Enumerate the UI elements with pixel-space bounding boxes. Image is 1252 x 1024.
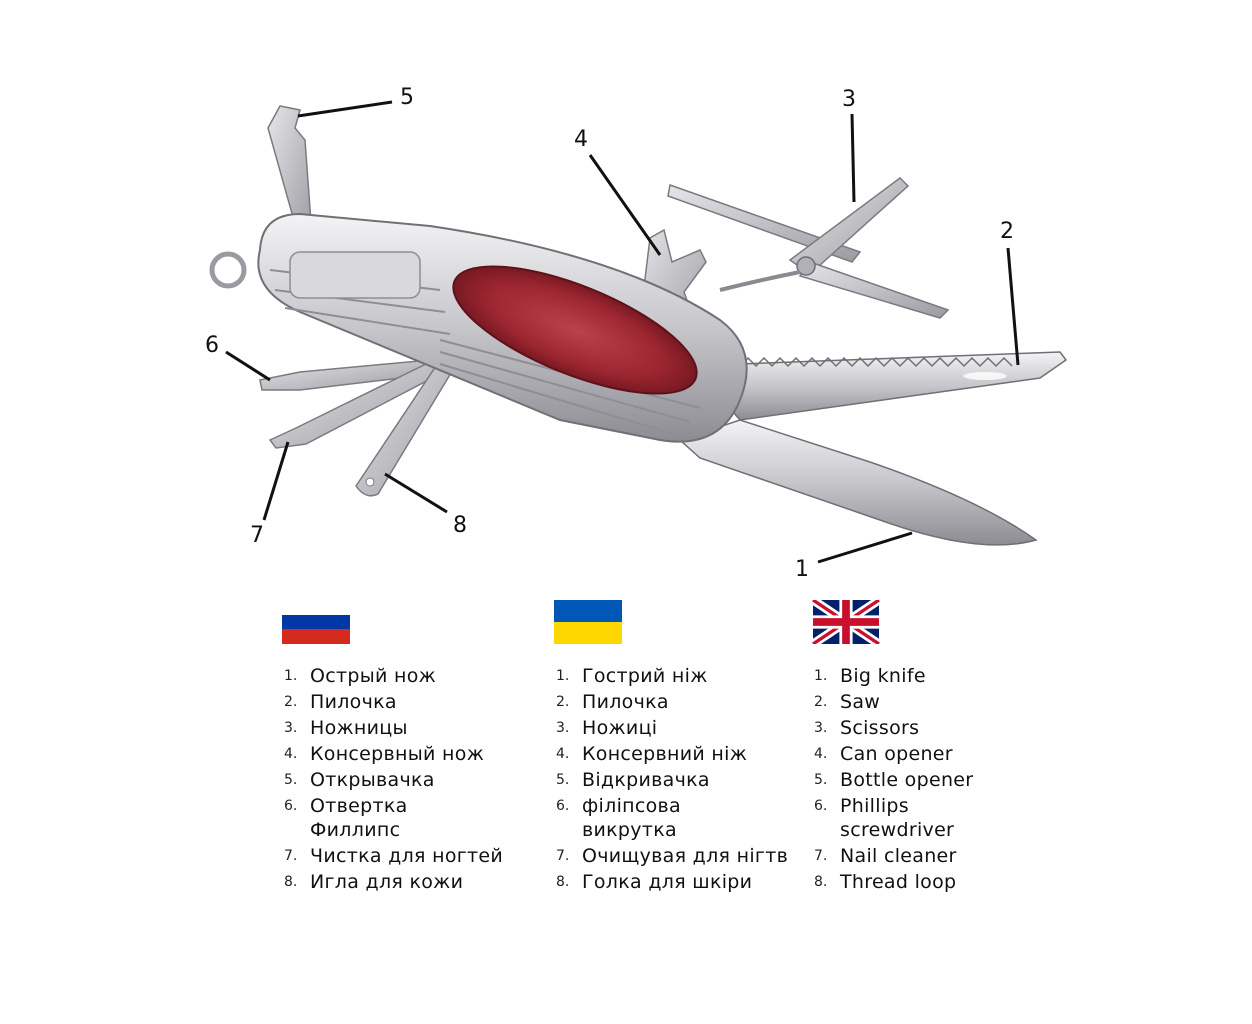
ukraine-flag-icon — [554, 600, 622, 644]
callout-6: 6 — [205, 333, 219, 358]
russia-flag-icon — [282, 600, 350, 644]
legend-item: 4.Консервный нож — [284, 743, 485, 765]
legend-item: 1.Big knife — [814, 665, 926, 687]
callout-2: 2 — [1000, 219, 1014, 244]
legend-item: 6.Phillips screwdriver — [814, 795, 955, 841]
legend-item: 3.Scissors — [814, 717, 920, 739]
knife-handle — [257, 212, 748, 443]
saw-tool — [703, 351, 1068, 421]
legend-item: 8.Thread loop — [814, 871, 957, 893]
big-knife-tool — [678, 419, 1038, 546]
legend-item: 3.Ножницы — [284, 717, 408, 739]
thread-loop-tool — [355, 359, 456, 497]
legend-item: 8.Голка для шкіри — [556, 871, 753, 893]
swiss-army-knife-diagram: 1 2 3 4 5 6 7 8 — [205, 85, 1068, 582]
legend-russian: 1.Острый нож 2.Пилочка 3.Ножницы 4.Консе… — [280, 600, 530, 896]
legend-item: 1.Гострий ніж — [556, 665, 708, 687]
legend-item: 5.Открывачка — [284, 769, 435, 791]
callout-5: 5 — [400, 85, 414, 110]
legend-ukrainian: 1.Гострий ніж 2.Пилочка 3.Ножиці 4.Консе… — [552, 600, 802, 896]
legend-item: 7.Чистка для ногтей — [284, 845, 504, 867]
wood-inlay — [452, 265, 698, 395]
legend-item: 5.Bottle opener — [814, 769, 974, 791]
legend-item: 6.філіпсова викрутка — [556, 795, 681, 841]
legend-item: 2.Пилочка — [284, 691, 397, 713]
legend-item: 3.Ножиці — [556, 717, 658, 739]
saw-teeth — [739, 356, 1013, 368]
callout-8: 8 — [453, 513, 467, 538]
legend-item: 7.Очищувая для нігтв — [556, 845, 789, 867]
legend-item: 1.Острый нож — [284, 665, 437, 687]
callout-4: 4 — [574, 127, 588, 152]
legend-item: 2.Saw — [814, 691, 881, 713]
legend-item: 7.Nail cleaner — [814, 845, 957, 867]
legend-item: 6.Отвертка Филлипс — [284, 795, 408, 841]
thread-loop-eye — [365, 477, 375, 487]
callout-1: 1 — [795, 557, 809, 582]
legend-item: 4.Консервний ніж — [556, 743, 748, 765]
legend-item: 8.Игла для кожи — [284, 871, 464, 893]
callout-3: 3 — [842, 87, 856, 112]
callout-7: 7 — [250, 523, 264, 548]
legend-item: 5.Відкривачка — [556, 769, 710, 791]
key-ring — [209, 251, 247, 289]
callout-lines — [225, 100, 1020, 564]
legend-item: 2.Пилочка — [556, 691, 669, 713]
legend-item: 4.Can opener — [814, 743, 953, 765]
scissors-tool — [667, 177, 950, 319]
uk-flag-icon — [812, 600, 880, 644]
legend-english: 1.Big knife 2.Saw 3.Scissors 4.Can opene… — [810, 600, 1060, 896]
